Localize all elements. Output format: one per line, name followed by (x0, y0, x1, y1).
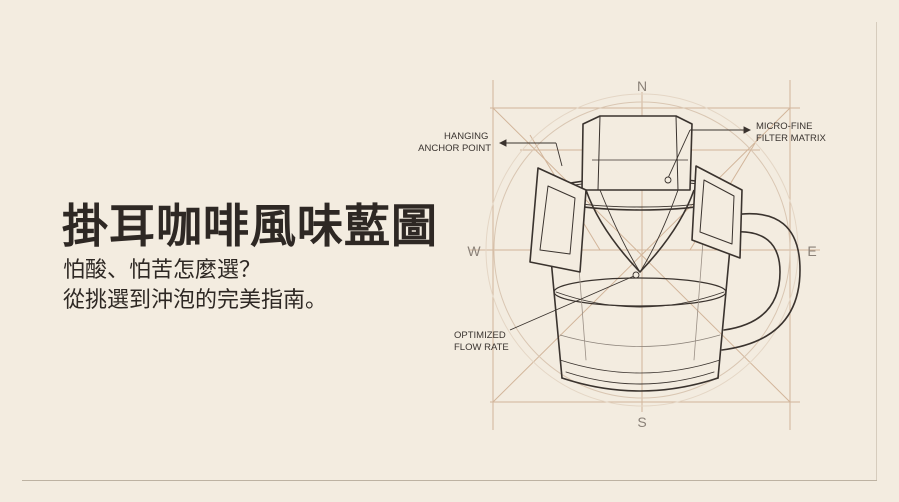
page-title: 掛耳咖啡風味藍圖 (62, 199, 438, 253)
compass-west: W (467, 243, 481, 259)
callout-leaders (498, 126, 752, 331)
callout-flow-rate-line-1: OPTIMIZED (454, 330, 506, 341)
bottom-divider (22, 480, 877, 481)
compass-north: N (637, 78, 647, 94)
callout-flow-rate: OPTIMIZED FLOW RATE (454, 330, 509, 353)
callout-filter-matrix-line-1: MICRO-FINE (756, 121, 812, 132)
callout-hanging-anchor-line-1: HANGING (444, 131, 488, 142)
hanging-ear-right (691, 165, 743, 259)
subtitle-line-2: 從挑選到沖泡的完美指南。 (63, 288, 328, 313)
compass-east: E (807, 243, 816, 259)
callout-flow-rate-line-2: FLOW RATE (454, 342, 509, 353)
compass-south: S (637, 414, 646, 430)
callout-filter-matrix: MICRO-FINE FILTER MATRIX (756, 121, 827, 144)
subtitle-line-1: 怕酸、怕苦怎麼選？ (63, 258, 262, 283)
callout-hanging-anchor: HANGING ANCHOR POINT (418, 131, 491, 154)
callout-hanging-anchor-line-2: ANCHOR POINT (418, 143, 491, 154)
subtitle: 怕酸、怕苦怎麼選？ 從挑選到沖泡的完美指南。 (63, 256, 327, 316)
right-divider (876, 22, 877, 480)
hanging-ear-left (529, 167, 587, 273)
callout-filter-matrix-line-2: FILTER MATRIX (756, 133, 827, 144)
